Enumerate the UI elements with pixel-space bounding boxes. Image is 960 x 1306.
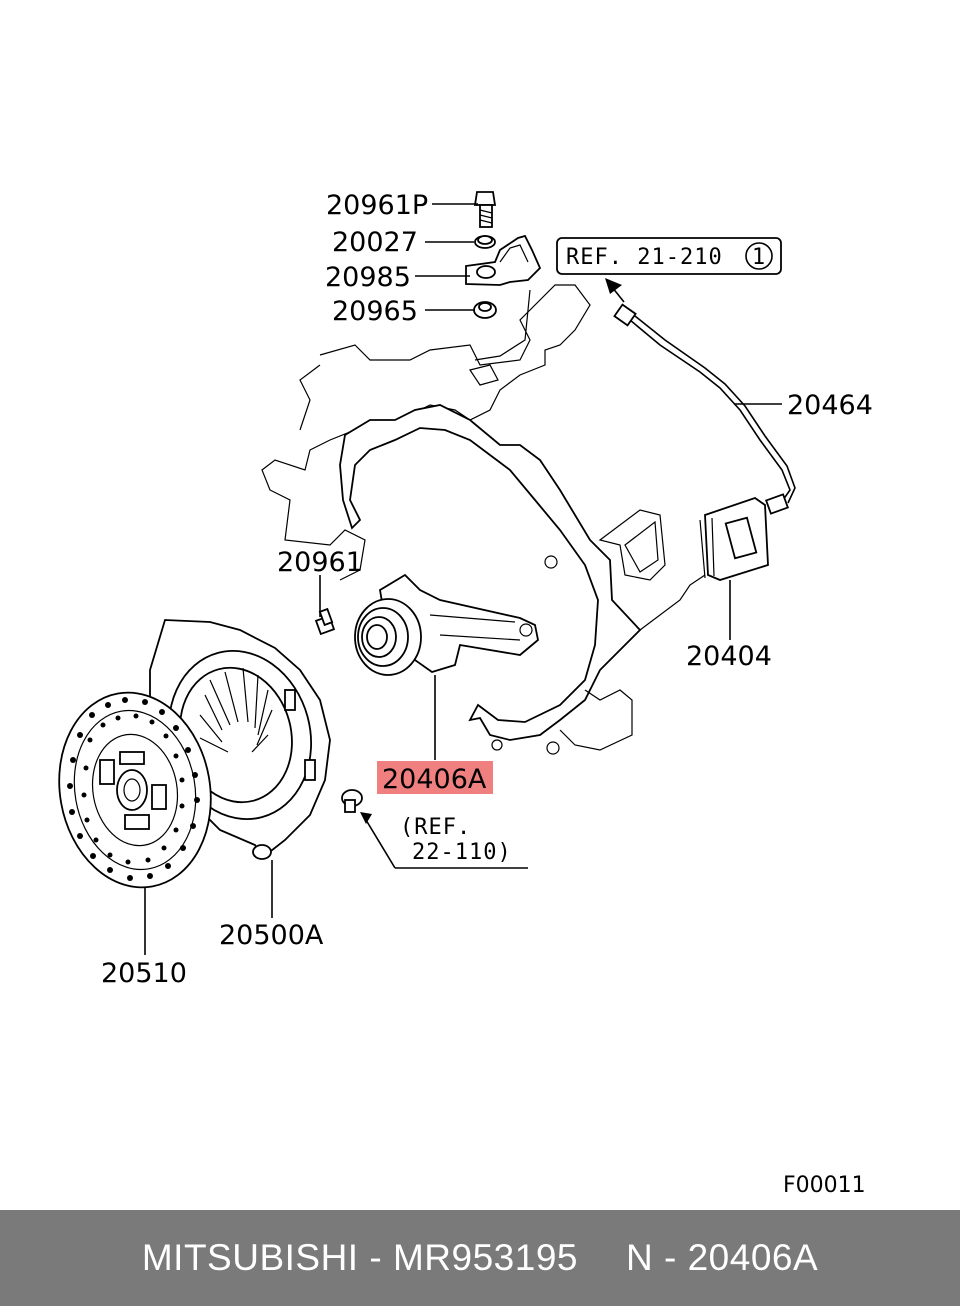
ref-note-line1: (REF. xyxy=(400,815,471,840)
transmission-housing xyxy=(261,284,706,755)
pivot-ball xyxy=(341,789,363,813)
label-20510: 20510 xyxy=(101,958,187,989)
release-bearing-cylinder xyxy=(354,573,539,676)
label-20965: 20965 xyxy=(332,296,418,327)
parts-diagram: 20961P 20027 20985 20965 20464 20961 204… xyxy=(58,190,873,1198)
leader-lines xyxy=(144,203,782,955)
label-20406A: 20406A xyxy=(382,764,487,795)
ref-circle-number: 1 xyxy=(752,245,766,270)
label-20500A: 20500A xyxy=(219,920,324,951)
mounting-bolt xyxy=(314,607,336,636)
label-20961P: 20961P xyxy=(326,190,428,221)
highlight-box xyxy=(377,761,493,794)
figure-code: F00011 xyxy=(783,1173,866,1198)
ref-box-text: REF. 21-210 xyxy=(566,245,723,270)
label-20404: 20404 xyxy=(686,641,772,672)
footer-catalog-ref: N - 20406A xyxy=(625,1237,819,1278)
label-20464: 20464 xyxy=(787,390,873,421)
hydraulic-pipe xyxy=(613,303,796,515)
label-20027: 20027 xyxy=(332,227,418,258)
label-20985: 20985 xyxy=(325,262,411,293)
ref-note-line2: 22-110) xyxy=(412,840,512,865)
clutch-disc xyxy=(58,691,212,889)
footer-bar: MITSUBISHI - MR953195 N - 20406A xyxy=(0,1210,960,1306)
footer-brand-part: MITSUBISHI - MR953195 xyxy=(141,1237,578,1278)
bracket-assembly xyxy=(465,191,542,361)
ref-box xyxy=(556,237,782,275)
dust-cover xyxy=(699,497,769,581)
label-20961: 20961 xyxy=(277,547,363,578)
ref-circle xyxy=(745,242,773,270)
